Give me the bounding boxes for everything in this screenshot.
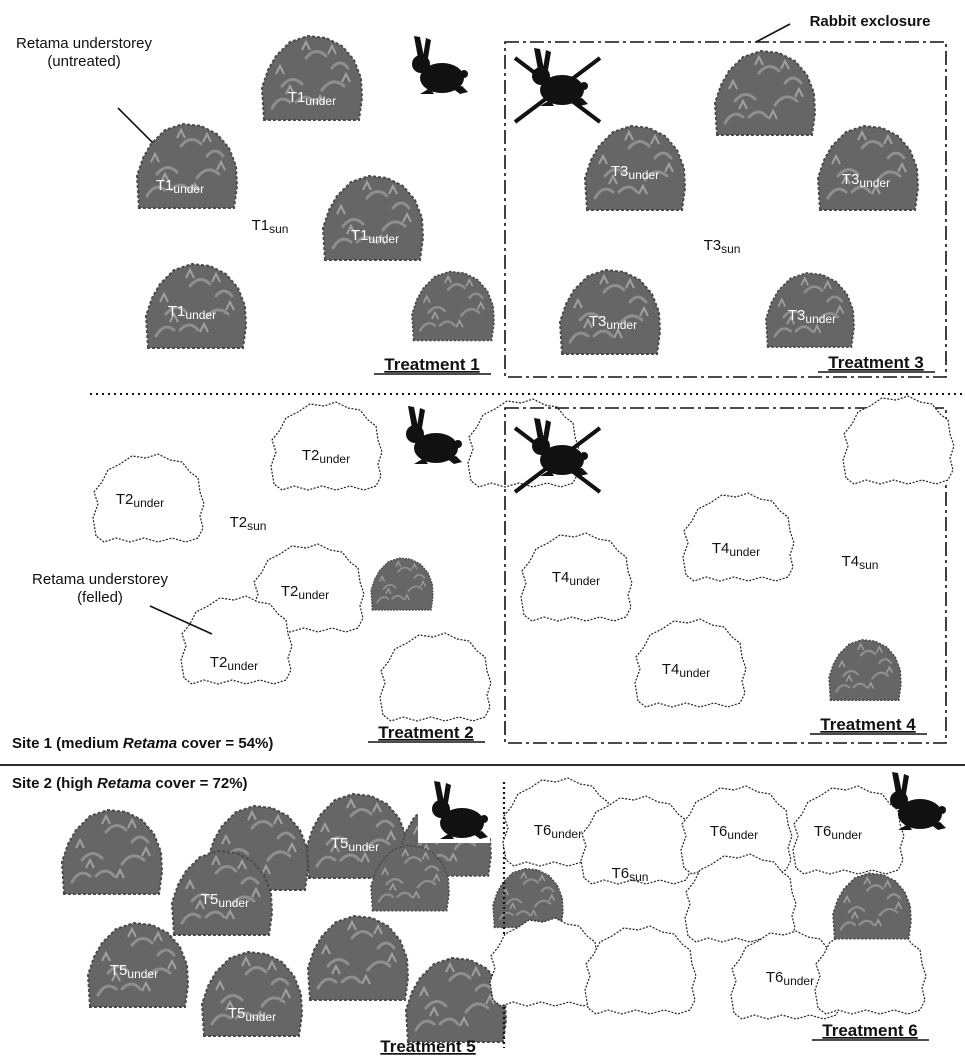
felled-shrub-icon: T2under: [270, 401, 383, 491]
shrub-label: T3under: [611, 163, 659, 182]
felled-shrub-icon: T6under: [502, 777, 615, 867]
shrub-icon: [831, 872, 913, 940]
annotation-untreated-line2: (untreated): [47, 53, 120, 70]
treatment-6-label: Treatment 6: [822, 1021, 917, 1040]
shrub-icon: T1under: [135, 122, 239, 210]
shrub-label: T5under: [228, 1005, 276, 1024]
shrub-icon: T5under: [200, 950, 304, 1038]
felled-shrub-icon: [379, 632, 492, 722]
treatment-1-label: Treatment 1: [384, 355, 479, 374]
shrub-icon: [60, 808, 164, 896]
shrub-label: T5under: [110, 962, 158, 981]
treatment-3-label: Treatment 3: [828, 353, 923, 372]
felled-shrub-icon: T2under: [252, 543, 365, 633]
shrub-label: T3under: [589, 313, 637, 332]
felled-shrub-icon: [842, 395, 955, 485]
felled-shrub-icon: T4under: [520, 532, 633, 622]
sun-label: T4sun: [842, 553, 879, 572]
shrub-icon: T1under: [321, 174, 425, 262]
shrub-label: T6under: [534, 822, 582, 841]
shrub-label: T4under: [712, 540, 760, 559]
shrub-icon: T3under: [764, 271, 856, 349]
shrub-icon: [370, 557, 434, 611]
annotation-felled-line1: Retama understorey: [32, 571, 168, 588]
rabbit-exclosure-box: [504, 407, 947, 744]
shrub-icon: [827, 638, 903, 702]
annotation-untreated-line1: Retama understorey: [16, 35, 152, 52]
shrub-label: T1under: [156, 177, 204, 196]
shrub-label: T6under: [710, 823, 758, 842]
felled-shrub-icon: [584, 925, 697, 1015]
rabbit-icon: [412, 36, 468, 94]
shrub-label: T6under: [814, 823, 862, 842]
shrub-icon: T5under: [305, 792, 409, 880]
rabbit-icon: [406, 406, 462, 464]
felled-shrub-icon: T4under: [634, 618, 747, 708]
site-2-label: Site 2 (high Retama cover = 72%): [12, 775, 248, 792]
shrub-icon: T3under: [558, 268, 662, 356]
shrub-label: T2under: [281, 583, 329, 602]
shrub-icon: T3under: [816, 124, 920, 212]
felled-shrub-icon: [489, 917, 602, 1007]
sun-label: T3sun: [704, 237, 741, 256]
sun-label: T1sun: [252, 217, 289, 236]
shrub-icon: T5under: [86, 921, 190, 1009]
exclosure-pointer: [755, 23, 791, 43]
felled-shrub-icon: T6under: [792, 785, 905, 875]
sun-label: T6sun: [612, 865, 649, 884]
shrub-icon: T5under: [170, 849, 274, 937]
shrub-label: T2under: [116, 491, 164, 510]
treatment-5-label: Treatment 5: [380, 1037, 475, 1056]
shrub-icon: [713, 49, 817, 137]
shrub-label: T5under: [331, 835, 379, 854]
shrub-label: T2under: [302, 447, 350, 466]
shrub-label: T4under: [552, 569, 600, 588]
sun-label: T2sun: [230, 514, 267, 533]
felled-shrub-icon: T2under: [180, 595, 293, 685]
shrub-icon: [404, 956, 508, 1044]
annotation-felled-pointer: [149, 605, 213, 635]
shrub-label: T2under: [210, 654, 258, 673]
felled-shrub-icon: T6under: [680, 785, 793, 875]
shrub-label: T1under: [168, 303, 216, 322]
shrub-label: T6under: [766, 969, 814, 988]
shrub-icon: T1under: [144, 262, 248, 350]
shrub-icon: T1under: [260, 34, 364, 122]
exclosure-label: Rabbit exclosure: [810, 13, 931, 30]
shrub-label: T1under: [288, 89, 336, 108]
felled-shrub-icon: T2under: [92, 453, 205, 543]
crossed-rabbit-icon: [513, 48, 602, 124]
annotation-felled-line2: (felled): [77, 589, 123, 606]
site-1-label: Site 1 (medium Retama cover = 54%): [12, 735, 273, 752]
shrub-icon: [410, 270, 496, 342]
crossed-rabbit-icon: [513, 418, 602, 494]
shrub-label: T3under: [842, 171, 890, 190]
shrub-label: T3under: [788, 307, 836, 326]
treatment-4-label: Treatment 4: [820, 715, 916, 734]
shrub-label: T4under: [662, 661, 710, 680]
shrub-label: T1under: [351, 227, 399, 246]
felled-shrub-icon: T6under: [730, 930, 843, 1020]
felled-shrub-icon: T4under: [682, 492, 795, 582]
rabbit-exclosure-box: [504, 41, 947, 378]
shrub-label: T5under: [201, 891, 249, 910]
shrub-icon: [306, 914, 410, 1002]
treatment-2-label: Treatment 2: [378, 723, 473, 742]
shrub-icon: T3under: [583, 124, 687, 212]
